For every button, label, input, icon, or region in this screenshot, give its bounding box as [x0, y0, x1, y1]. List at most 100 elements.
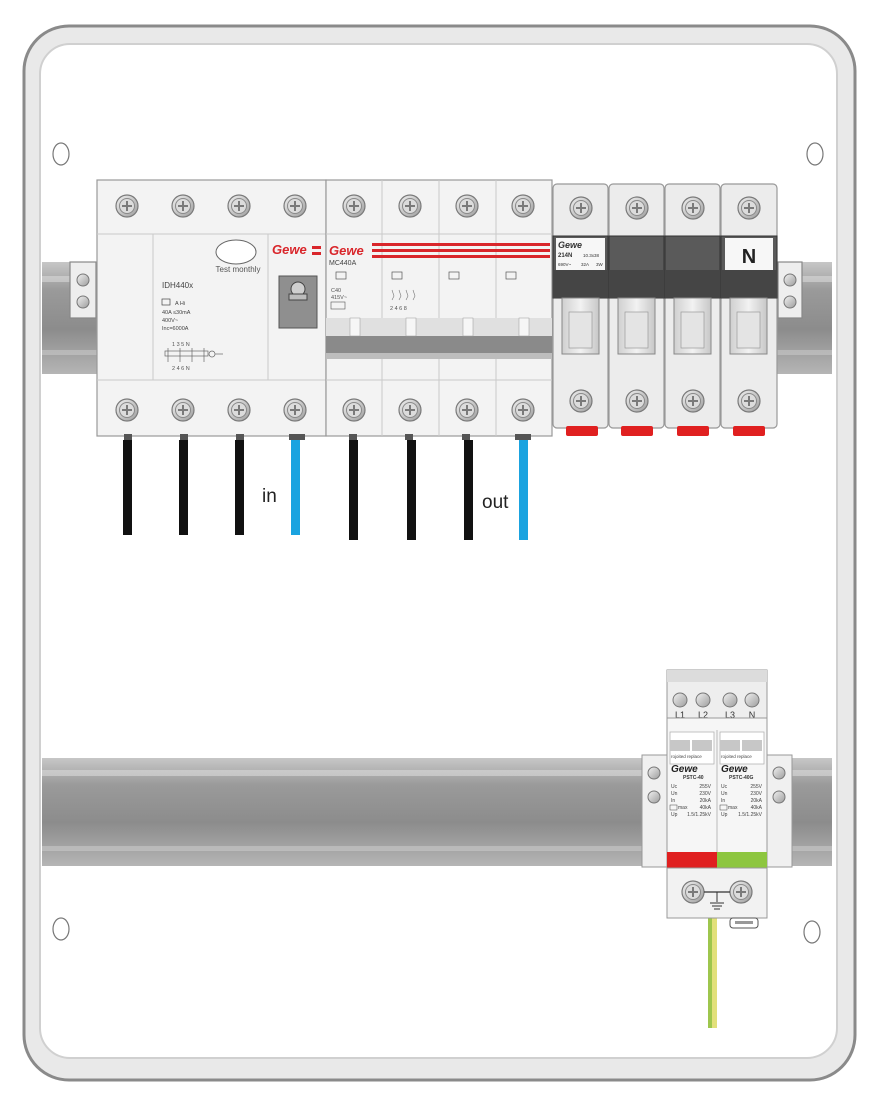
fuse-holder-pole-2 — [608, 183, 665, 436]
svg-text:40kA: 40kA — [700, 805, 712, 811]
screw-icon — [625, 196, 649, 220]
svg-text:Uc: Uc — [671, 784, 678, 790]
rcd-model-label: IDH440x — [162, 281, 193, 290]
svg-text:Uc: Uc — [721, 784, 728, 790]
screw-icon — [681, 880, 705, 904]
screw-icon — [227, 398, 251, 422]
brand-logo: Gewe — [721, 764, 748, 775]
svg-text:10.3x38: 10.3x38 — [583, 253, 600, 258]
svg-text:690V~: 690V~ — [558, 262, 572, 267]
svg-text:PSTC-40: PSTC-40 — [683, 775, 704, 781]
svg-text:255V: 255V — [750, 784, 762, 790]
fuse-holder-pole-3 — [664, 183, 721, 436]
test-monthly-label: Test monthly — [216, 265, 261, 274]
spd-right-spec-table: Uc 255V Un 230V In 20kA max 40kA Up 1.5/… — [719, 784, 763, 818]
mounting-hole-bottom-left — [52, 917, 70, 941]
rail-end-clamp-right — [777, 261, 803, 319]
mcb-module: Gewe MC440A C40 415V~ 2 4 6 8 — [325, 179, 553, 440]
screw-icon — [283, 398, 307, 422]
svg-text:In: In — [671, 798, 675, 804]
brand-logo: Gewe — [272, 242, 307, 257]
in-label: in — [262, 486, 277, 507]
svg-text:20kA: 20kA — [751, 798, 763, 804]
svg-text:415V~: 415V~ — [331, 295, 347, 301]
mcb-model-label: MC440A — [329, 260, 357, 267]
screw-icon — [171, 194, 195, 218]
screw-icon — [744, 692, 760, 708]
mounting-hole-top-right — [806, 142, 824, 166]
brand-logo: Gewe — [671, 764, 698, 775]
svg-text:40kA: 40kA — [751, 805, 763, 811]
screw-icon — [511, 194, 535, 218]
screw-icon — [511, 398, 535, 422]
svg-text:A Hi: A Hi — [175, 301, 185, 307]
fuse-holder-pole-1: Gewe 214N 10.3x38 690V~ 32A 3W — [552, 183, 609, 436]
screw-icon — [455, 194, 479, 218]
svg-text:L3: L3 — [725, 710, 735, 720]
svg-text:max: max — [678, 805, 688, 811]
mcb-schematic-icon — [391, 289, 416, 301]
screw-icon — [722, 692, 738, 708]
svg-text:1.5/1.25kV: 1.5/1.25kV — [738, 812, 763, 818]
mounting-hole-top-left — [52, 142, 70, 166]
ground-icon — [710, 902, 724, 910]
svg-text:3W: 3W — [596, 262, 604, 267]
brand-logo: Gewe — [329, 243, 364, 258]
spd-indicator-red — [667, 852, 717, 868]
svg-text:Up: Up — [721, 812, 728, 818]
spd-indicator-green — [717, 852, 767, 868]
screw-icon — [227, 194, 251, 218]
fuse-holder-pole-neutral: N — [720, 183, 778, 436]
svg-text:2 4 6 8: 2 4 6 8 — [390, 306, 407, 312]
screw-icon — [398, 194, 422, 218]
svg-text:In: In — [721, 798, 725, 804]
svg-text:Un: Un — [671, 791, 678, 797]
screw-icon — [455, 398, 479, 422]
svg-text:max: max — [728, 805, 738, 811]
svg-text:2 4 6 N: 2 4 6 N — [172, 366, 190, 372]
screw-icon — [283, 194, 307, 218]
svg-text:230V: 230V — [750, 791, 762, 797]
spd-left-spec-table: Uc 255V Un 230V In 20kA max 40kA Up 1.5/… — [669, 784, 712, 818]
svg-text:rojoited replace: rojoited replace — [721, 754, 752, 759]
screw-icon — [115, 398, 139, 422]
svg-text:255V: 255V — [699, 784, 711, 790]
svg-text:20kA: 20kA — [700, 798, 712, 804]
brand-logo: Gewe — [558, 240, 582, 250]
screw-icon — [695, 692, 711, 708]
screw-icon — [342, 194, 366, 218]
screw-icon — [729, 880, 753, 904]
screw-icon — [569, 196, 593, 220]
svg-text:32A: 32A — [581, 262, 589, 267]
svg-text:Up: Up — [671, 812, 678, 818]
svg-text:rojoited replace: rojoited replace — [671, 754, 702, 759]
svg-text:214N: 214N — [558, 253, 572, 259]
rail-end-clamp-left — [69, 261, 97, 319]
svg-text:L1: L1 — [675, 710, 685, 720]
svg-text:400V~: 400V~ — [162, 318, 178, 324]
mounting-hole-bottom-right — [803, 920, 821, 944]
svg-text:PSTC-40G: PSTC-40G — [729, 775, 754, 781]
screw-icon — [737, 196, 761, 220]
spd-module: L1 L2 L3 N rojoited replace rojoited rep… — [641, 669, 793, 1028]
svg-text:N: N — [749, 710, 756, 720]
svg-text:1 3 5 N: 1 3 5 N — [172, 342, 190, 348]
screw-icon — [342, 398, 366, 422]
svg-text:1.5/1.25kV: 1.5/1.25kV — [687, 812, 712, 818]
svg-text:230V: 230V — [699, 791, 711, 797]
svg-text:C40: C40 — [331, 288, 341, 294]
wires-in — [123, 440, 300, 535]
test-button[interactable] — [215, 239, 257, 265]
out-label: out — [482, 492, 509, 513]
screw-icon — [171, 398, 195, 422]
screw-icon — [672, 692, 688, 708]
screw-icon — [681, 389, 705, 413]
screw-icon — [569, 389, 593, 413]
wires-out — [349, 440, 528, 540]
rcd-schematic-icon — [164, 348, 223, 362]
svg-text:40A ≤30mA: 40A ≤30mA — [162, 310, 191, 316]
rcd-module: Test monthly IDH440x A Hi 40A ≤30mA 400V… — [96, 179, 327, 440]
svg-text:L2: L2 — [698, 710, 708, 720]
screw-icon — [737, 389, 761, 413]
